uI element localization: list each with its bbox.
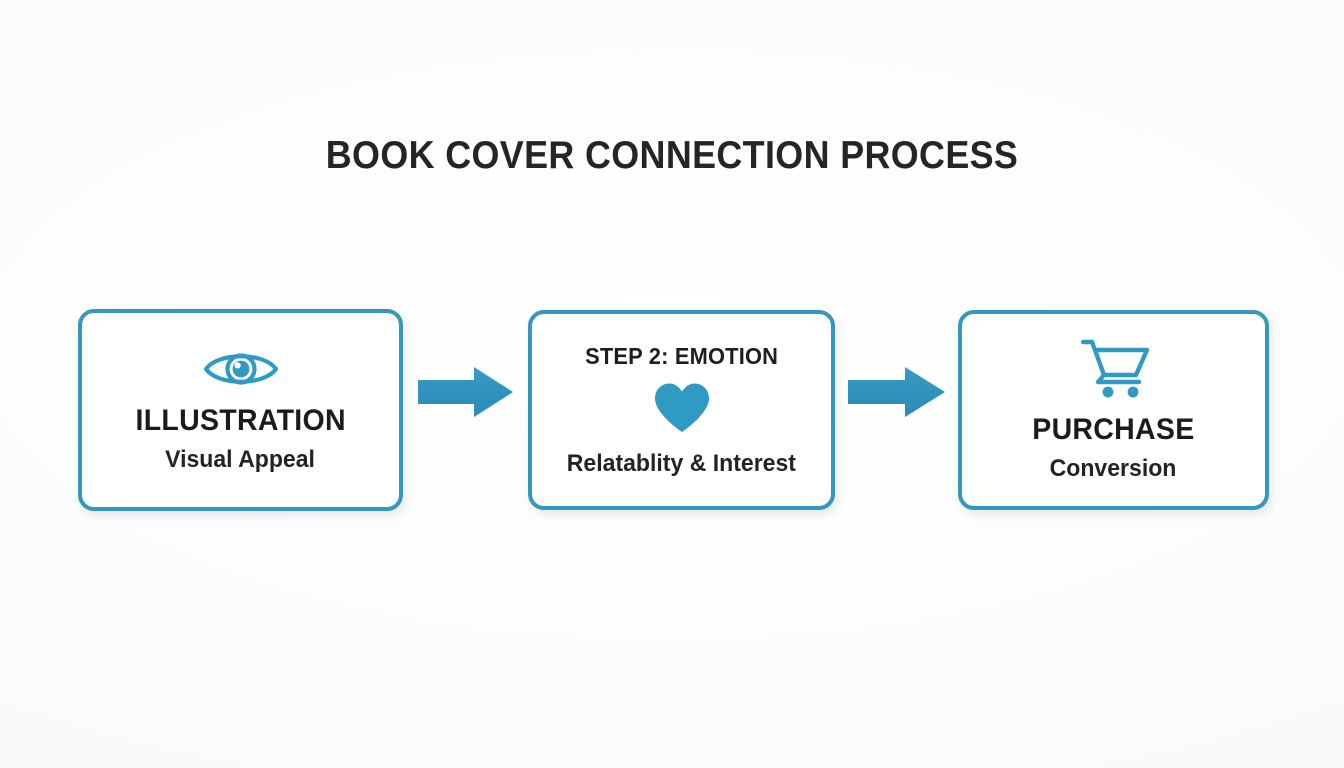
arrow-right-1-icon — [418, 366, 514, 418]
shopping-cart-icon — [1077, 337, 1151, 399]
step-card-title: PURCHASE — [1032, 413, 1195, 446]
page-title: BOOK COVER CONNECTION PROCESS — [325, 134, 1019, 177]
step-card-illustration[interactable]: ILLUSTRATION Visual Appeal — [78, 309, 403, 511]
step-card-subtitle: Visual Appeal — [165, 446, 316, 473]
step-card-subtitle: Conversion — [1050, 455, 1177, 482]
step-card-step-label: STEP 2: EMOTION — [584, 342, 779, 369]
step-card-emotion[interactable]: STEP 2: EMOTION Relatablity & Interest — [528, 310, 835, 510]
step-card-subtitle: Relatablity & Interest — [566, 449, 797, 477]
arrow-right-2-icon — [848, 366, 946, 418]
step-card-title: ILLUSTRATION — [135, 404, 346, 437]
heart-icon — [653, 382, 711, 434]
eye-icon — [202, 346, 280, 392]
step-card-purchase[interactable]: PURCHASE Conversion — [958, 310, 1269, 510]
